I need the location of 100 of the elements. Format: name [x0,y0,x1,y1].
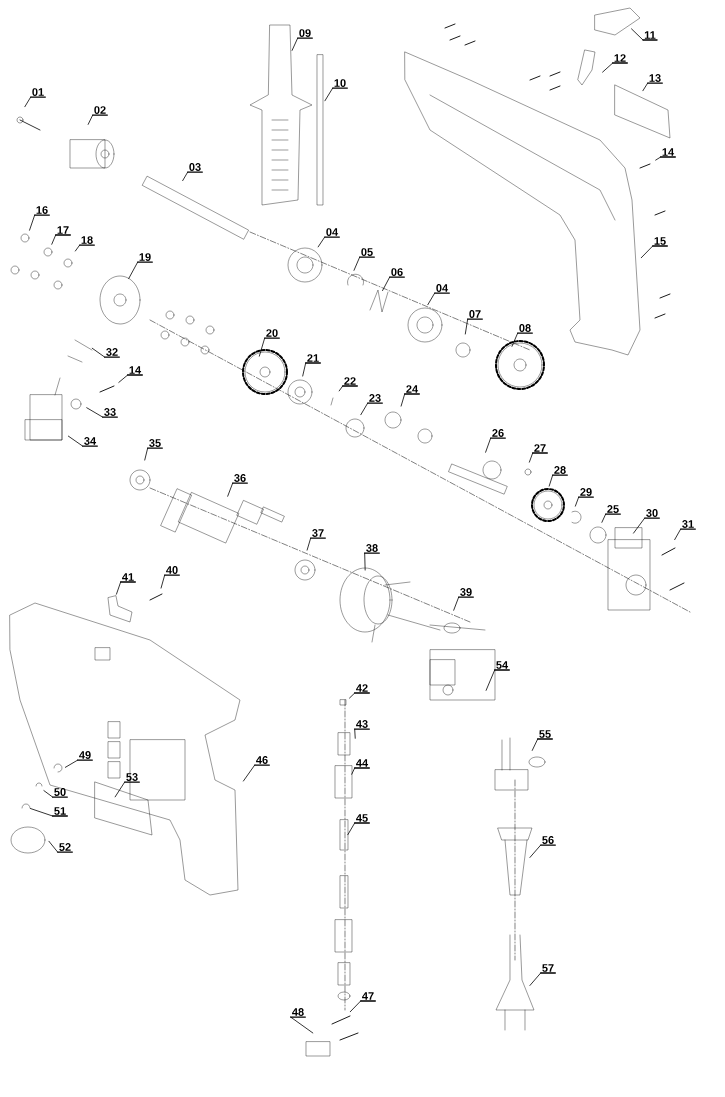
callout-number: 14 [127,366,143,376]
callout-number: 01 [30,88,46,98]
leader-line [531,738,539,751]
callout-number: 52 [57,843,73,853]
callout-number: 12 [611,54,628,64]
callout-number: 27 [531,444,549,454]
callout-number: 06 [389,268,405,278]
leader-line [528,452,534,463]
callout-number: 04 [324,228,340,238]
callout-number: 57 [539,964,556,974]
callout-number: 48 [290,1008,306,1018]
callout-number: 42 [354,684,370,694]
leader-line [160,574,166,589]
leader-line [529,844,542,858]
leader-line [349,692,356,699]
callout-number: 15 [651,237,668,247]
leader-line [453,596,460,611]
leader-line [364,552,366,571]
callout-number: 41 [120,573,136,583]
leader-line [24,96,32,108]
leader-line [640,245,654,259]
callout-number: 25 [604,505,621,515]
callout-number: 49 [77,751,93,761]
leader-line [258,337,266,357]
leader-line [601,513,607,523]
callout-number: 24 [404,385,420,395]
leader-line [360,402,369,416]
callout-number: 07 [467,310,483,320]
leader-line [485,669,496,691]
callout-number: 22 [342,377,358,387]
leader-line [655,156,662,161]
callout-number: 04 [434,284,450,294]
callout-number: 46 [254,756,270,766]
callout-number: 31 [679,520,696,530]
leader-line [511,332,519,347]
callout-number: 53 [124,773,140,783]
leader-line [400,393,406,407]
callout-number: 50 [52,788,68,798]
leader-line [144,447,149,461]
leader-line [427,292,436,306]
callout-number: 02 [92,106,108,116]
leader-line [464,318,469,335]
callout-number: 10 [332,79,348,89]
leader-line [302,362,307,377]
callout-number: 55 [536,730,553,740]
leader-line [347,822,356,836]
callout-number: 19 [137,253,153,263]
leader-line [51,234,57,245]
leader-line [529,972,542,986]
leader-line [118,374,129,383]
leader-line [349,1000,362,1013]
callout-number: 30 [643,509,660,519]
callout-number: 51 [52,807,68,817]
leader-line [29,214,36,231]
callout-number: 35 [147,439,163,449]
callout-number: 38 [364,544,380,554]
leader-line [67,435,84,447]
callout-number: 43 [354,720,370,730]
callout-number: 54 [494,661,510,671]
callout-number: 03 [187,163,203,173]
leader-line [116,581,122,595]
leader-line [317,236,326,248]
callout-number: 36 [232,474,248,484]
leader-line [290,1016,314,1034]
leader-line [30,808,54,817]
leader-line [633,517,646,534]
leader-line [182,171,189,182]
callout-number: 44 [354,759,370,769]
leader-line [243,764,256,782]
leader-line [87,114,94,125]
leader-line [642,82,649,92]
callout-number: 29 [577,488,594,498]
leader-line [227,482,234,497]
leader-line [485,437,492,453]
leader-line [574,496,580,507]
callout-number: 39 [458,588,474,598]
leader-line [91,347,106,358]
callout-number: 45 [354,814,370,824]
leader-line [74,244,81,252]
callout-number: 11 [642,31,658,41]
callout-number: 40 [164,566,180,576]
callout-number: 20 [264,329,280,339]
callout-number: 23 [367,394,383,404]
callout-number: 18 [79,236,95,246]
callout-number: 08 [516,324,533,334]
leader-line [43,790,54,798]
callout-number: 14 [659,148,676,158]
callout-number: 37 [310,529,326,539]
leader-line [338,385,344,392]
leader-line [353,256,361,271]
leader-line [324,87,334,102]
callout-number: 34 [82,437,98,447]
callout-number: 17 [55,226,71,236]
callout-number: 33 [102,408,118,418]
leader-line [354,728,356,739]
callout-number: 16 [34,206,50,216]
leader-line [548,474,554,487]
callout-number: 05 [359,248,375,258]
leader-line [602,62,614,73]
callout-number: 13 [646,74,663,84]
